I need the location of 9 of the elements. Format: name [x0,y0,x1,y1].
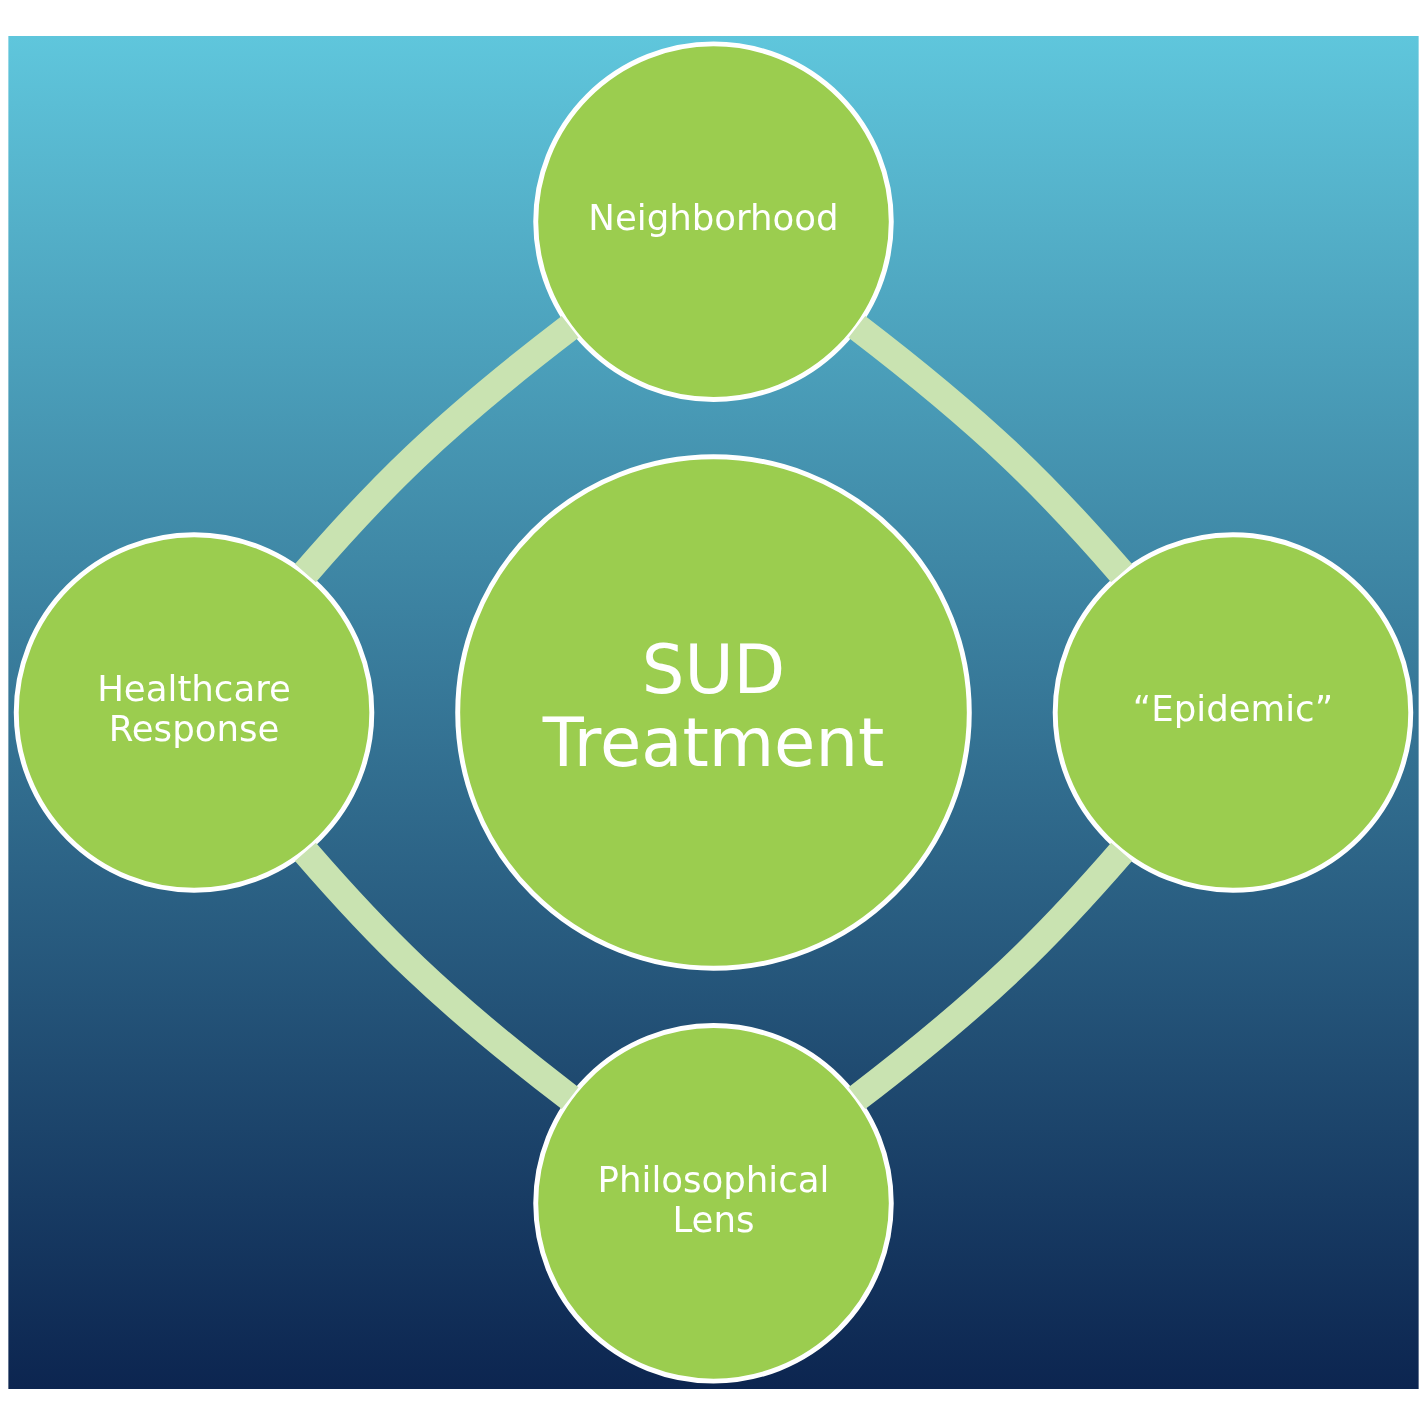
node-circle: Healthcare Response [13,532,375,893]
connector [848,842,1132,1110]
node-circle: “Epidemic” [1052,532,1414,893]
node-circle: Neighborhood [533,41,894,402]
connector [295,842,579,1110]
connector [295,315,579,583]
node-circle: Philosophical Lens [533,1023,894,1384]
node-circle: SUD Treatment [455,454,972,971]
connector [848,315,1132,583]
